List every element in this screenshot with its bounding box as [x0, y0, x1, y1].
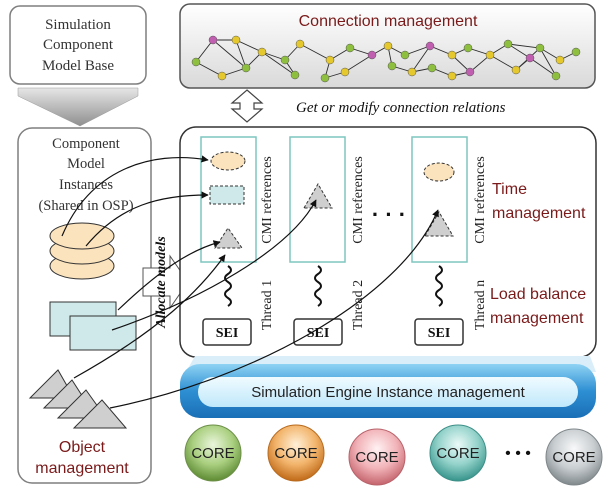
sei-box-1	[202, 318, 252, 346]
core-1	[184, 424, 242, 482]
threadn-label: Thread n	[473, 280, 488, 330]
core-4	[429, 424, 487, 482]
engine-management-bar-inner	[198, 377, 578, 407]
thread2-label: Thread 2	[351, 280, 366, 330]
model-base-line-2: Component	[43, 37, 114, 53]
object-management-line-2: management	[35, 460, 129, 477]
instances-line-1: Component	[52, 136, 120, 152]
allocation-arrows	[61, 155, 439, 409]
sei-label-2: SEI	[307, 326, 330, 341]
core-row: CORE CORE CORE CORE • • • CORE	[184, 424, 603, 486]
instances-line-2: Model	[67, 156, 105, 172]
engine-management-label: Simulation Engine Instance management	[251, 384, 525, 401]
thread1-triangle-icon	[214, 227, 243, 249]
load-management-line-1: Load balance	[490, 286, 586, 303]
rectangle-stack-icon	[49, 301, 137, 351]
time-management-line-1: Time	[492, 181, 527, 198]
instances-line-3: Instances	[59, 177, 113, 193]
thread-squiggles	[224, 265, 443, 307]
core-n-label: CORE	[552, 449, 595, 466]
sei-label-n: SEI	[428, 326, 451, 341]
allocate-label: Allocate models	[154, 236, 169, 329]
connection-management-title: Connection management	[299, 13, 478, 30]
thread1-ellipse-icon	[210, 151, 246, 171]
time-management-line-2: management	[492, 205, 586, 222]
core-3-label: CORE	[355, 449, 398, 466]
triangle-stack-icon	[28, 369, 128, 429]
sei-label-1: SEI	[216, 326, 239, 341]
core-dots: • • •	[505, 445, 531, 462]
thread2-cmi-label: CMI references	[351, 156, 366, 243]
object-management-line-1: Object	[59, 439, 106, 456]
sei-box-n	[414, 318, 464, 346]
core-4-label: CORE	[436, 445, 479, 462]
core-2-label: CORE	[274, 445, 317, 462]
instances-line-4: (Shared in OSP)	[38, 198, 133, 214]
model-base-line-1: Simulation	[45, 17, 111, 33]
connection-nodes	[191, 35, 581, 83]
thread1-rect-icon	[209, 185, 245, 205]
funnel-shape	[17, 87, 139, 127]
core-1-label: CORE	[191, 445, 234, 462]
core-2	[267, 424, 325, 482]
threadn-triangle-icon	[424, 211, 454, 237]
thread1-label: Thread 1	[260, 280, 275, 330]
core-3	[348, 428, 406, 486]
core-n	[545, 428, 603, 486]
threadn-cmi-box	[411, 136, 468, 263]
model-base-line-3: Model Base	[42, 58, 114, 74]
thread-dots: · · ·	[372, 202, 406, 227]
thread1-cmi-label: CMI references	[260, 156, 275, 243]
load-management-line-2: management	[490, 310, 584, 327]
double-arrow-icon	[230, 89, 264, 123]
threadn-cmi-label: CMI references	[473, 156, 488, 243]
sei-box-2	[293, 318, 343, 346]
get-modify-label: Get or modify connection relations	[296, 100, 506, 116]
threadn-ellipse-icon	[423, 162, 455, 182]
ellipse-stack-icon	[49, 222, 115, 280]
model-base-box	[9, 5, 147, 85]
